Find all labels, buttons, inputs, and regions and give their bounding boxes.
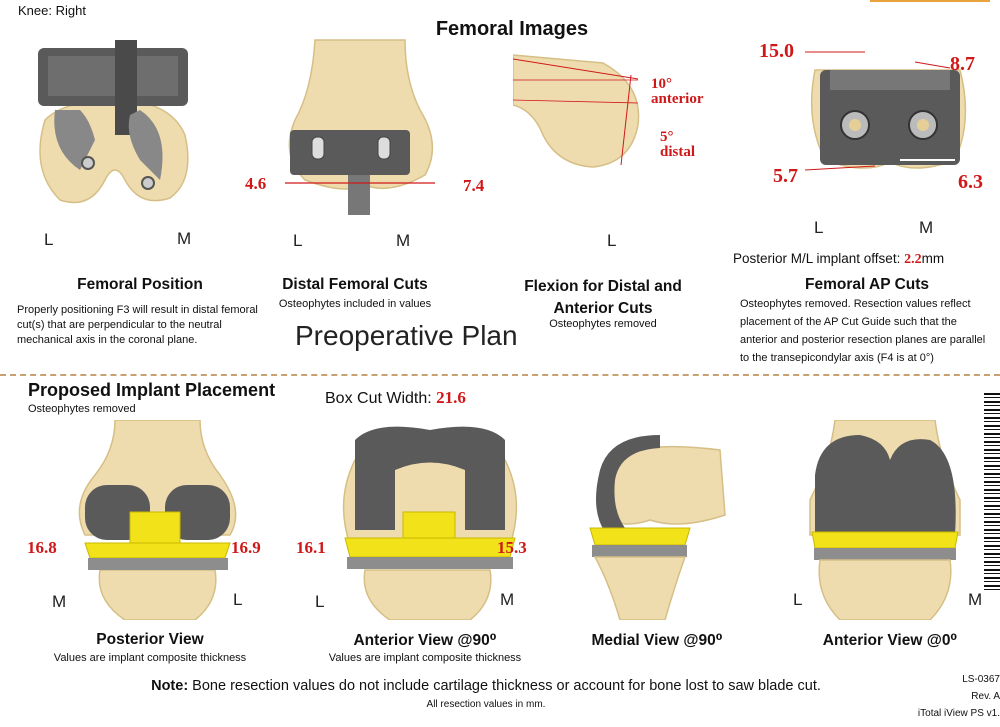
flexion-anterior-angle: 10° anterior (651, 77, 703, 107)
footer-note: Note: Bone resection values do not inclu… (0, 678, 972, 694)
flexion-distal-angle: 5° distal (660, 130, 695, 160)
anterior-90-right-value: 15.3 (497, 538, 527, 557)
femoral-position-title: Femoral Position (77, 276, 203, 293)
anterior-90-view-title: Anterior View @90⁰ (353, 632, 497, 649)
distal-cut-left-value: 4.6 (245, 174, 267, 193)
ap-top-right-value: 8.7 (950, 53, 975, 75)
implant-placement-title: Proposed Implant Placement (28, 380, 276, 400)
distal-cuts-subtitle: Osteophytes included in values (278, 298, 432, 310)
distal-cut-right-value: 7.4 (463, 176, 485, 195)
ap-top-left-value: 15.0 (759, 40, 794, 62)
flexion-angle1-value: 10° (651, 76, 672, 92)
posterior-right-label: L (233, 590, 243, 609)
footer-doc-id: LS-0367 (962, 674, 1000, 685)
femoral-position-image (38, 40, 189, 204)
posterior-view-title: Posterior View (96, 631, 204, 648)
femoral-position-left-label: L (44, 230, 54, 249)
anterior-90-view-image (342, 426, 518, 620)
ml-offset-value: 2.2 (904, 252, 922, 267)
box-cut-width-row: Box Cut Width: 21.6 (325, 388, 466, 408)
ap-bottom-left-value: 5.7 (773, 165, 798, 187)
knee-side-label: Knee: Right (18, 3, 86, 18)
box-cut-width-value: 21.6 (436, 388, 466, 407)
section-divider (0, 374, 1000, 376)
ml-offset-label: Posterior M/L implant offset: (733, 251, 901, 266)
brand-mark (870, 0, 990, 6)
footer-note-sub: All resection values in mm. (426, 699, 546, 710)
ml-offset-unit: mm (921, 251, 945, 266)
anterior-0-view-title: Anterior View @0⁰ (822, 632, 958, 649)
footer-software: iTotal iView PS v1. (917, 708, 1000, 719)
flexion-angle2-word: distal (660, 144, 696, 160)
preoperative-plan-title: Preoperative Plan (295, 320, 518, 351)
distal-cuts-image (285, 39, 435, 215)
ap-bottom-right-value: 6.3 (958, 171, 983, 193)
distal-cuts-right-label: M (396, 231, 411, 250)
femoral-images-title: Femoral Images (435, 18, 589, 40)
anterior-0-view-image (809, 420, 961, 620)
posterior-right-value: 16.9 (231, 538, 261, 557)
distal-cuts-title: Distal Femoral Cuts (282, 276, 428, 293)
posterior-left-value: 16.8 (27, 538, 57, 557)
ml-offset-row: Posterior M/L implant offset: 2.2mm (733, 251, 944, 268)
anterior-90-left-label: L (315, 592, 325, 611)
medial-90-view-title: Medial View @90⁰ (591, 632, 723, 649)
flexion-title-line1: Flexion for Distal and (524, 278, 682, 295)
footer-doc-info: LS-0367 Rev. A iTotal iView PS v1. (918, 671, 1000, 722)
distal-cuts-left-label: L (293, 231, 303, 250)
flexion-angle2-value: 5° (660, 129, 674, 145)
anterior-90-view-subtitle: Values are implant composite thickness (328, 652, 522, 664)
flexion-subtitle: Osteophytes removed (549, 318, 657, 330)
posterior-view-subtitle: Values are implant composite thickness (53, 652, 247, 664)
flexion-image (513, 54, 640, 168)
ap-cuts-title: Femoral AP Cuts (804, 276, 930, 293)
anterior-0-right-label: M (968, 590, 983, 609)
footer-note-label: Note: (151, 678, 189, 694)
flexion-angle1-word: anterior (651, 91, 704, 107)
flexion-title-line2: Anterior Cuts (553, 300, 653, 317)
flexion-label: L (607, 231, 617, 250)
ap-cuts-description: Osteophytes removed. Resection values re… (740, 298, 986, 364)
box-cut-width-label: Box Cut Width: (325, 390, 432, 407)
posterior-left-label: M (52, 592, 67, 611)
medial-90-view-image (589, 435, 726, 620)
footer-rev: Rev. A (971, 691, 1000, 702)
posterior-view-image (78, 420, 237, 620)
anterior-90-left-value: 16.1 (296, 538, 326, 557)
femoral-position-right-label: M (177, 229, 192, 248)
femoral-position-description: Properly positioning F3 will result in d… (17, 304, 258, 346)
anterior-90-right-label: M (500, 590, 515, 609)
ap-cuts-image (805, 51, 967, 171)
implant-placement-subtitle: Osteophytes removed (28, 403, 136, 415)
footer-note-text: Bone resection values do not include car… (188, 678, 821, 694)
ap-cuts-left-label: L (814, 218, 824, 237)
ap-cuts-right-label: M (919, 218, 934, 237)
barcode (984, 393, 1000, 593)
flexion-title: Flexion for Distal and Anterior Cuts (503, 276, 703, 320)
anterior-0-left-label: L (793, 590, 803, 609)
